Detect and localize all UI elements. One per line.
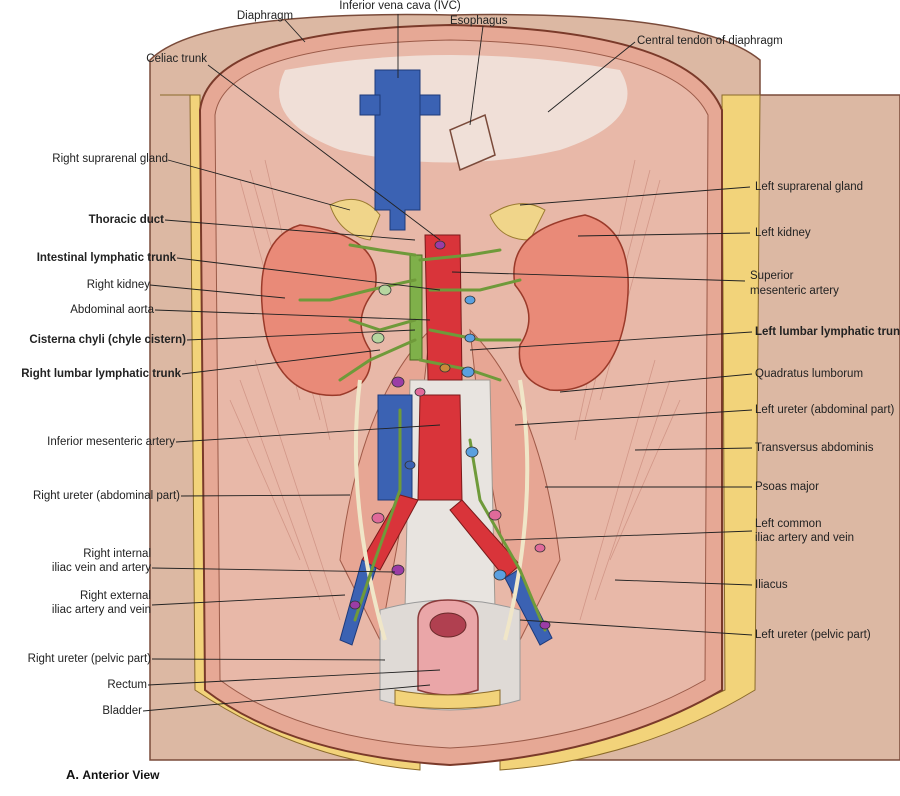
label-inferior-mesenteric: Inferior mesenteric artery (47, 436, 175, 448)
label-rectum: Rectum (107, 679, 147, 691)
label-left-common-iliac-1: Left common (755, 518, 822, 530)
leader-celiac (207, 64, 441, 241)
leader-right-ureter-abd (180, 494, 351, 497)
label-left-common-iliac-2: iliac artery and vein (755, 532, 855, 544)
label-right-lumbar-trunk: Right lumbar lymphatic trunk (21, 368, 181, 380)
label-right-ureter-abd: Right ureter (abdominal part) (32, 490, 180, 502)
label-esophagus: Esophagus (450, 15, 508, 27)
leader-rectum (147, 669, 441, 686)
label-right-internal-iliac-2: iliac vein and artery (51, 562, 151, 574)
label-central-tendon: Central tendon of diaphragm (637, 35, 783, 47)
leader-right-suprarenal (167, 159, 351, 211)
label-quadratus-lumborum: Quadratus lumborum (755, 368, 864, 380)
abdominal-aorta-vessel (424, 234, 463, 381)
right-ureter-path (353, 379, 387, 641)
label-thoracic-duct: Thoracic duct (88, 214, 164, 226)
leader-iliacus (614, 579, 753, 586)
leader-lines (142, 14, 753, 712)
left-suprarenal-gland (489, 203, 546, 241)
lower-aorta (417, 394, 463, 501)
leader-left-lumbar (469, 331, 753, 351)
label-psoas-major: Psoas major (755, 481, 819, 493)
leader-left-kidney (577, 232, 751, 237)
lymph-nodes (349, 240, 551, 630)
label-left-suprarenal: Left suprarenal gland (755, 181, 864, 193)
central-tendon (279, 55, 628, 163)
leader-right-ureter-pelvic (151, 658, 386, 661)
label-left-ureter-abd: Left ureter (abdominal part) (755, 404, 895, 416)
leader-quadratus (559, 373, 753, 393)
leader-thoracic-duct (164, 219, 416, 241)
label-iliacus: Iliacus (755, 579, 788, 591)
label-right-internal-iliac-1: Right internal (83, 548, 151, 560)
leader-ima (175, 424, 441, 443)
leader-diaphragm (284, 19, 306, 43)
label-right-kidney: Right kidney (86, 279, 150, 291)
label-intestinal-trunk: Intestinal lymphatic trunk (36, 252, 176, 264)
label-ivc: Inferior vena cava (IVC) (339, 0, 461, 12)
leader-transversus (634, 447, 753, 451)
figure-caption: A. Anterior View (66, 767, 159, 782)
label-cisterna-chyli: Cisterna chyli (chyle cistern) (29, 334, 186, 346)
lymphatic-vessels (298, 243, 547, 632)
caption-letter: A. (66, 767, 79, 782)
label-celiac-trunk: Celiac trunk (146, 53, 207, 65)
label-sma-2: mesenteric artery (750, 285, 839, 297)
caption-view: Anterior View (82, 768, 160, 782)
leader-right-external-iliac (151, 594, 346, 606)
label-left-kidney: Left kidney (755, 227, 811, 239)
leader-sma (451, 271, 746, 282)
label-right-external-iliac-1: Right external (80, 590, 151, 602)
leader-left-ureter-abd (514, 409, 753, 426)
cisterna-chyli-vessel (409, 254, 423, 361)
leader-left-common-iliac (504, 530, 753, 541)
label-bladder: Bladder (102, 705, 142, 717)
leader-central-tendon (547, 41, 636, 113)
label-diaphragm: Diaphragm (236, 10, 294, 22)
bladder-shape (394, 689, 501, 709)
esophagus-tube (449, 113, 496, 172)
leader-esophagus (469, 25, 484, 126)
left-ureter-path (503, 379, 530, 641)
leader-cisterna (186, 329, 416, 341)
rectum-lumen (429, 612, 467, 638)
leader-bladder (142, 684, 431, 712)
label-abdominal-aorta: Abdominal aorta (70, 304, 154, 316)
lower-ivc (377, 394, 413, 501)
label-right-ureter-pelvic: Right ureter (pelvic part) (27, 653, 151, 665)
leader-abd-aorta (154, 309, 431, 321)
label-transversus: Transversus abdominis (755, 442, 874, 454)
ivc-branches (359, 94, 441, 116)
ivc-vessel (374, 69, 421, 231)
label-left-ureter-pelvic: Left ureter (pelvic part) (755, 629, 871, 641)
label-right-external-iliac-2: iliac artery and vein (51, 604, 151, 616)
leader-intestinal (176, 257, 441, 291)
leader-left-ureter-pelvic (519, 619, 753, 636)
leader-left-suprarenal (519, 186, 751, 206)
left-kidney-shape (513, 214, 629, 392)
label-sma-1: Superior (750, 270, 794, 282)
leader-right-internal-iliac (151, 567, 396, 573)
label-right-suprarenal: Right suprarenal gland (52, 153, 168, 165)
leader-right-lumbar (181, 349, 381, 375)
leader-right-kidney (149, 284, 286, 299)
label-left-lumbar-trunk: Left lumbar lymphatic trunk (755, 326, 900, 338)
psoas-left-muscle (469, 328, 561, 642)
right-suprarenal-gland (329, 198, 381, 241)
